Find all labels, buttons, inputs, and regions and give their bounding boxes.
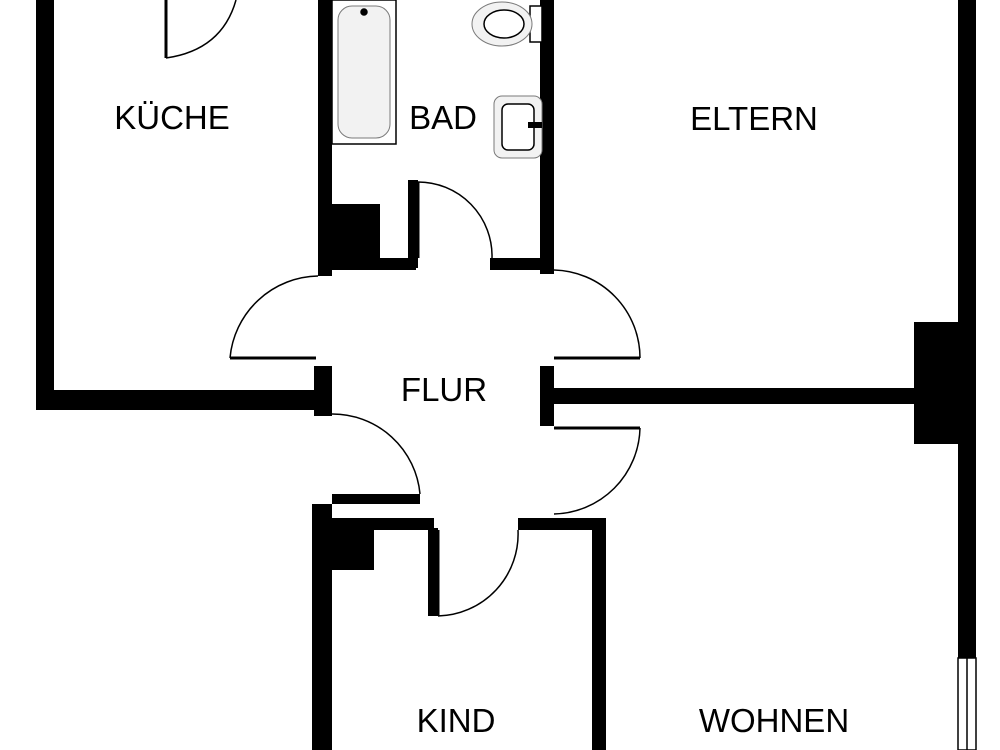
toilet-seat	[483, 9, 525, 39]
wall-hall-left-stub	[314, 366, 332, 416]
wall-right-exterior	[958, 0, 976, 660]
wall-hall-lower	[332, 494, 420, 504]
eltern-door-swing	[553, 269, 641, 359]
wall-kitchen-left	[36, 0, 54, 410]
bath-shaft	[332, 204, 380, 266]
kitchen-hall-door-swing	[229, 275, 319, 359]
bath-door-jamb	[408, 180, 418, 268]
bath-door-swing	[417, 181, 493, 259]
room-label-bath: BAD	[409, 99, 477, 136]
entrance-door-swing	[331, 413, 421, 495]
wall-bath-bottom-right	[490, 258, 552, 270]
wall-kind-right	[592, 518, 606, 750]
bathtub-basin	[337, 5, 391, 139]
wall-kind-left	[312, 504, 332, 750]
sink-tap	[528, 122, 542, 128]
wall-bath-right	[540, 0, 554, 274]
wall-eltern-wohnen	[554, 388, 916, 404]
room-label-hallway: FLUR	[401, 371, 487, 408]
chimney-block	[914, 322, 958, 444]
walls	[36, 0, 977, 750]
room-label-child: KIND	[417, 702, 496, 739]
wall-kitchen-bottom	[36, 390, 318, 410]
wall-kitchen-bath	[318, 0, 332, 276]
wall-kind-top-left	[332, 518, 434, 530]
kitchen-door-swing	[165, 0, 237, 59]
wall-hall-right-stub	[540, 366, 554, 426]
kind-door-swing	[437, 529, 519, 617]
room-label-parents: ELTERN	[690, 100, 818, 137]
kind-door-jamb	[428, 528, 438, 616]
bathtub-drain	[360, 8, 368, 16]
doors	[164, 0, 641, 617]
room-label-kitchen: KÜCHE	[114, 99, 230, 136]
bath-fixtures	[331, 0, 543, 159]
wall-kind-top-right	[518, 518, 604, 530]
kind-shaft	[332, 528, 374, 570]
room-labels: KÜCHE BAD ELTERN FLUR KIND WOHNEN	[114, 99, 849, 739]
wall-bath-bottom-left	[318, 258, 416, 270]
wohnen-door-swing	[553, 427, 641, 515]
room-label-living: WOHNEN	[699, 702, 849, 739]
